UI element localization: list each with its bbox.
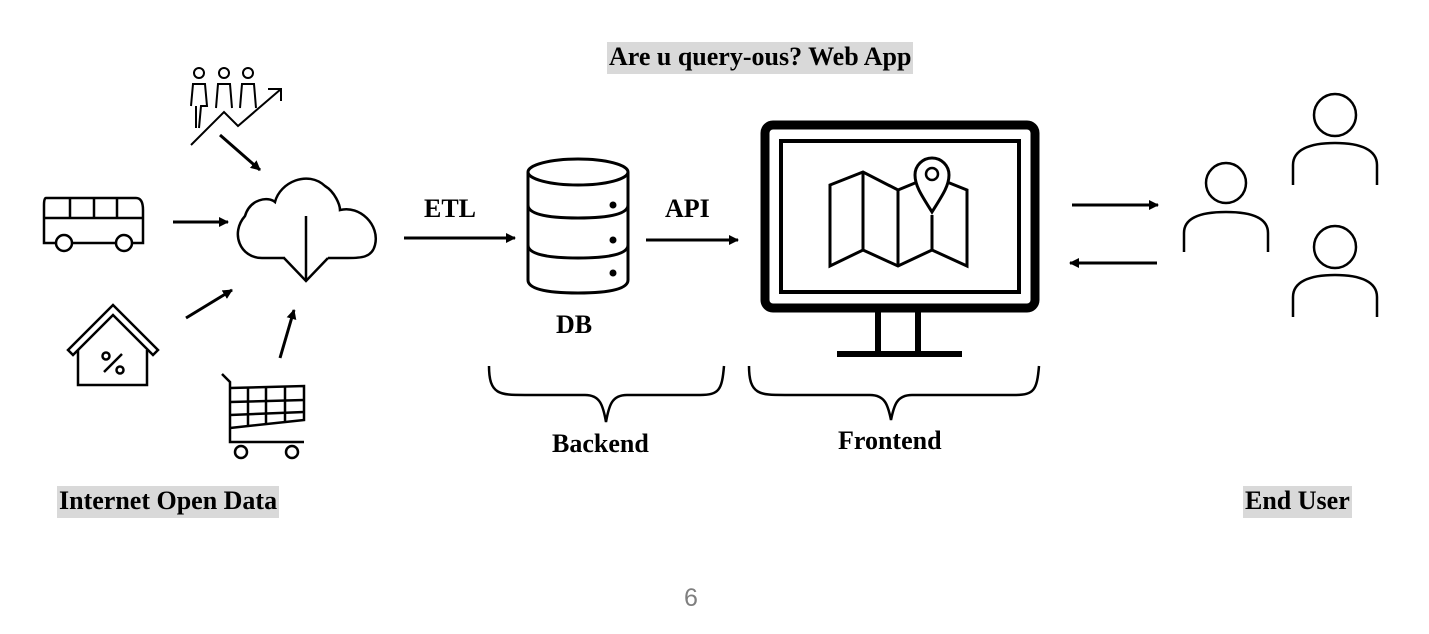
db-indicator-dot — [609, 236, 617, 244]
diagram-title: Are u query-ous? Web App — [607, 42, 914, 74]
cloud-download-icon — [236, 177, 378, 283]
db-indicator-dot — [609, 269, 617, 277]
arrow-people-to-cloud — [219, 133, 261, 172]
user-icon — [1291, 92, 1379, 185]
house-percent-icon — [66, 303, 160, 387]
backend-brace — [487, 365, 726, 423]
etl-label: ETL — [424, 194, 477, 223]
backend-label: Backend — [552, 429, 649, 458]
arrow-cart-to-cloud — [278, 309, 297, 359]
api-label: API — [665, 194, 710, 223]
end-user-label: End User — [1243, 486, 1352, 518]
arrow-house-to-cloud — [185, 288, 233, 320]
bus-icon — [42, 196, 145, 253]
page-number: 6 — [684, 584, 698, 612]
frontend-label: Frontend — [838, 426, 942, 455]
people-growth-icon — [190, 67, 282, 146]
source-label: Internet Open Data — [57, 486, 280, 518]
monitor-map-icon — [760, 120, 1040, 357]
shopping-cart-icon — [221, 373, 306, 460]
user-icon — [1291, 224, 1379, 317]
db-label: DB — [556, 310, 593, 339]
frontend-brace — [747, 365, 1041, 421]
db-indicator-dot — [609, 201, 617, 209]
user-icon — [1182, 161, 1270, 252]
database-icon — [526, 157, 630, 295]
